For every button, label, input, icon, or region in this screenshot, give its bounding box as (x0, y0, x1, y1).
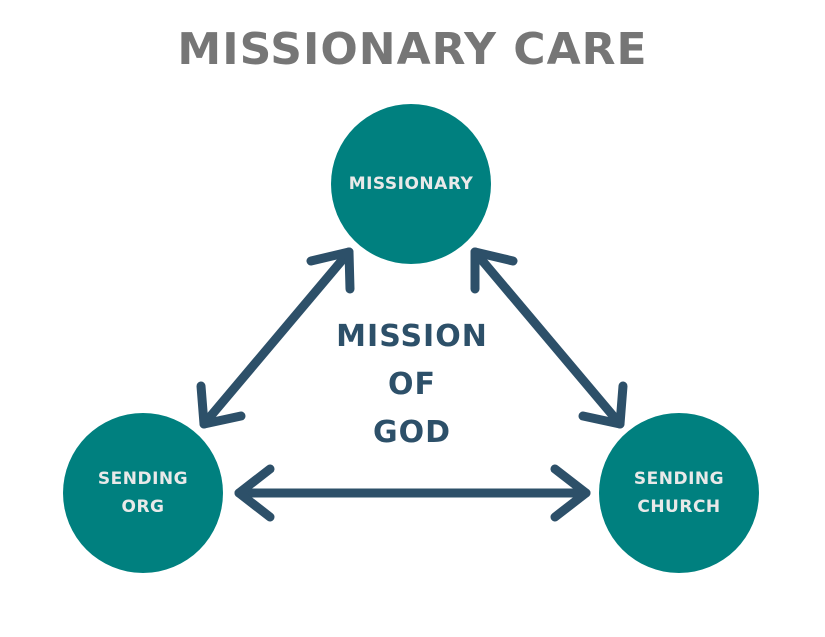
sending-church-label-line2: CHURCH (637, 497, 721, 517)
sending-org-label: SENDING ORG (73, 465, 213, 521)
sending-org-node: SENDING ORG (63, 413, 223, 573)
arrow-missionary-org (196, 247, 355, 429)
page-title: MISSIONARY CARE (177, 24, 648, 75)
center-label: MISSION OF GOD (312, 313, 512, 457)
arrow-missionary-church (470, 247, 628, 429)
sending-church-label: SENDING CHURCH (609, 465, 749, 521)
missionary-label: MISSIONARY (348, 174, 474, 194)
sending-org-label-line1: SENDING (97, 469, 189, 489)
sending-church-node: SENDING CHURCH (599, 413, 759, 573)
sending-org-label-line2: ORG (121, 497, 165, 517)
missionary-node: MISSIONARY (331, 104, 491, 264)
sending-church-label-line1: SENDING (633, 469, 725, 489)
center-label-line2: OF (388, 367, 436, 402)
arrow-org-church (234, 464, 591, 522)
center-label-line3: GOD (372, 415, 452, 450)
center-label-line1: MISSION (336, 319, 488, 354)
